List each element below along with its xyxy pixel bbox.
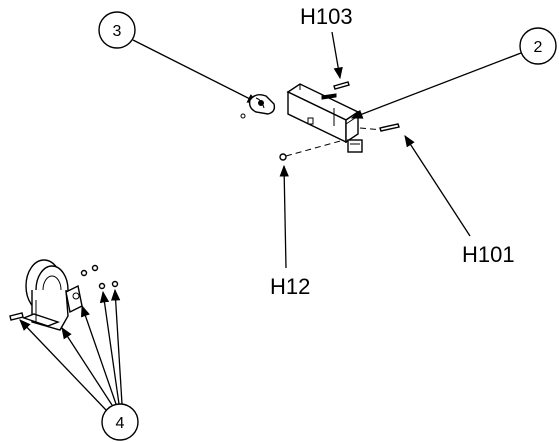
callout-4-circle [101, 403, 139, 441]
callout-3-circle [98, 11, 136, 49]
callout-4-leader-washer-2 [99, 290, 120, 405]
callout-4-leader-bracket [61, 327, 113, 406]
h103-pin: H103 [300, 4, 353, 90]
callout-2-circle [519, 27, 557, 65]
callout-3: 3 [98, 11, 260, 104]
h12-washer: H12 [270, 139, 345, 299]
callout-2-number: 2 [534, 39, 543, 56]
callout-4-leader-nut [110, 288, 123, 405]
h12-leader [279, 164, 289, 269]
clip-part [240, 93, 276, 119]
callout-4-leader-bolt [19, 319, 107, 411]
label-h103: H103 [300, 4, 353, 29]
h101-leader [404, 135, 471, 237]
label-h101: H101 [462, 242, 515, 267]
main-housing [286, 83, 363, 153]
callout-2-leader [350, 52, 522, 119]
pulley-assembly [9, 259, 119, 331]
h101-pin: H101 [359, 123, 515, 267]
h103-leader [331, 31, 343, 80]
callout-4: 4 [19, 288, 139, 441]
callout-3-number: 3 [113, 23, 122, 40]
callout-4-number: 4 [116, 415, 125, 432]
label-h12: H12 [270, 274, 310, 299]
callout-2: 2 [350, 27, 557, 119]
callout-3-leader [132, 39, 260, 104]
callout-4-leader-washer-1 [81, 304, 117, 405]
